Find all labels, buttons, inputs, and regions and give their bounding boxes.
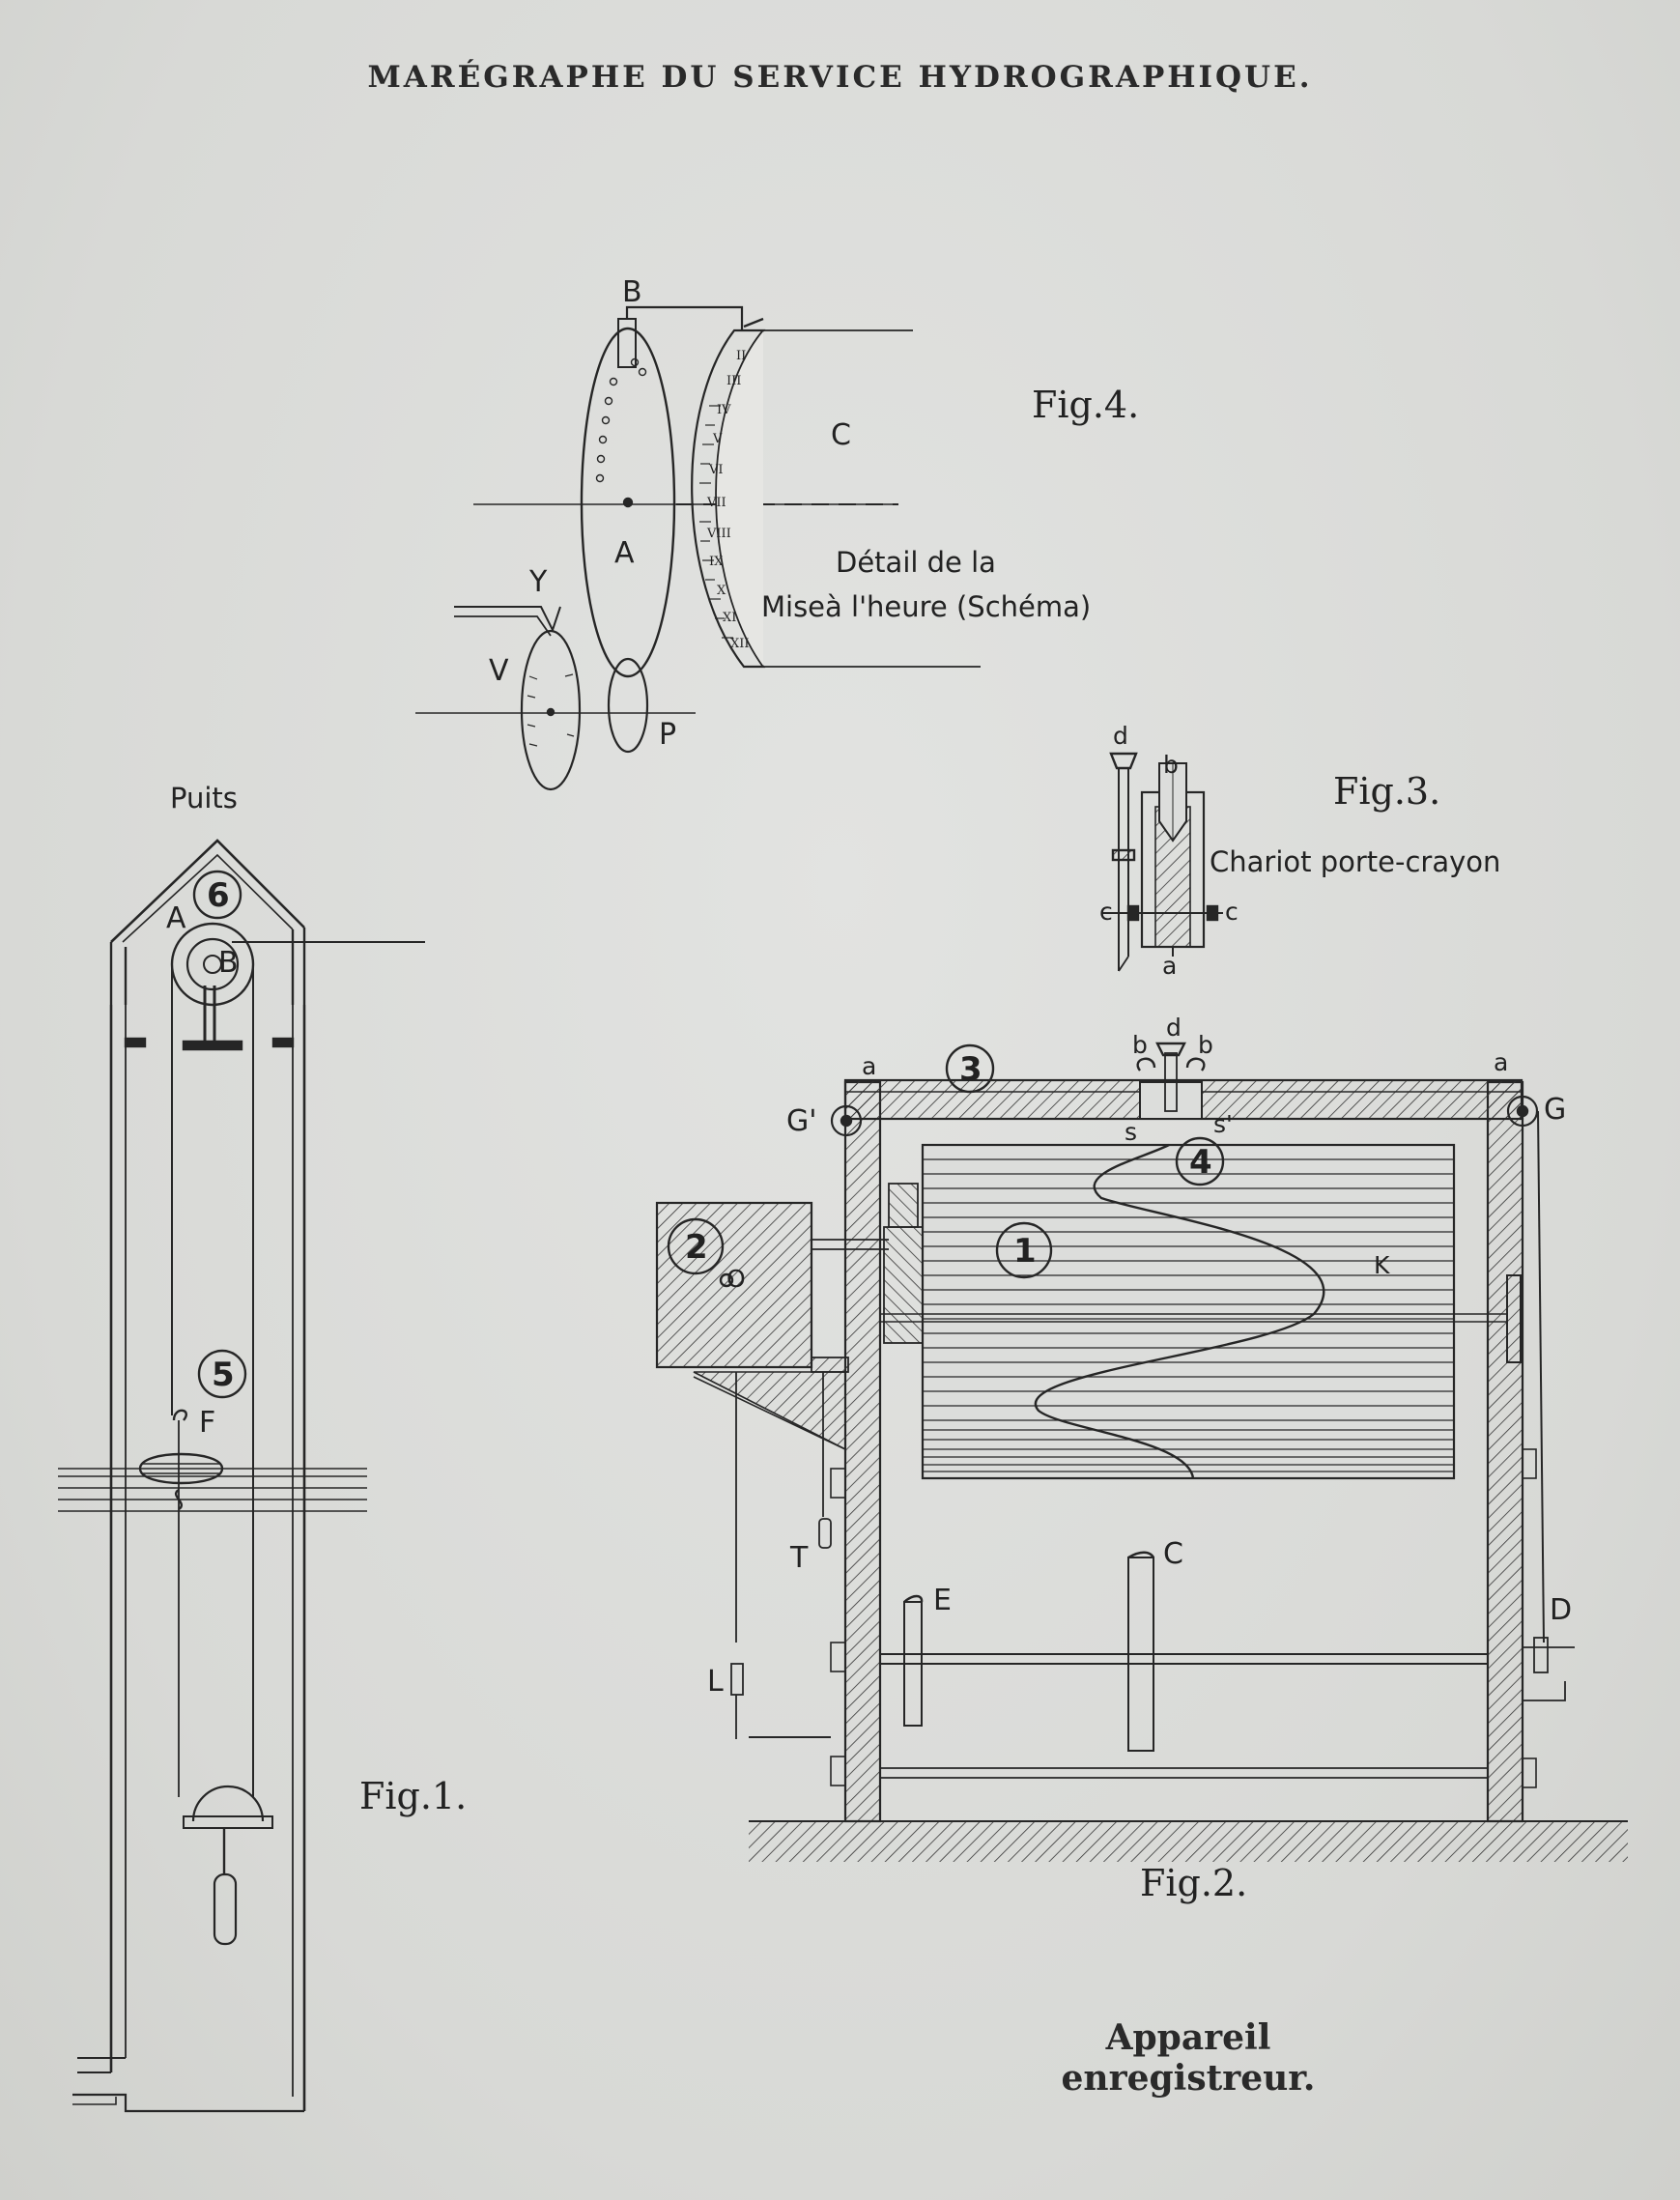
fig1-marker-5: 5: [212, 1356, 235, 1394]
hour-numeral: X: [717, 584, 726, 598]
plate-title: MARÉGRAPHE DU SERVICE HYDROGRAPHIQUE.: [367, 60, 1313, 95]
fig2-letter-s-prime: s': [1213, 1110, 1233, 1138]
fig4-note-line1: Détail de la: [836, 546, 996, 579]
fig2-letter-c: C: [1163, 1537, 1183, 1571]
marker-circle-4: [1175, 1136, 1225, 1186]
fig1-marker-6: 6: [207, 876, 230, 915]
marker-circle-1: [995, 1221, 1053, 1279]
fig3-letter-b: b: [1163, 751, 1179, 779]
fig1-letter-a: A: [166, 901, 186, 935]
fig4-letter-c: C: [831, 418, 851, 452]
hour-numeral: IX: [709, 555, 724, 569]
fig2-letter-l: L: [707, 1665, 724, 1699]
marker-circle-5: [197, 1349, 247, 1399]
hour-numeral: XI: [723, 611, 736, 625]
fig2-letter-d: d: [1166, 1014, 1182, 1042]
hour-numeral: VIII: [706, 527, 731, 541]
fig3-letter-c-right: c: [1225, 898, 1239, 926]
fig2-letter-o: O: [726, 1265, 746, 1293]
fig1-letter-f: F: [199, 1406, 215, 1440]
fig4-letter-v: V: [489, 654, 509, 688]
fig2-letter-b-left: b: [1132, 1031, 1148, 1059]
fig2-marker-3: 3: [959, 1050, 982, 1089]
fig4-mechanism: [415, 305, 981, 791]
fig4-label: Fig.4.: [1032, 384, 1139, 426]
hour-numeral: III: [726, 374, 741, 388]
fig3-pencil-carriage: [1101, 752, 1223, 972]
fig3-letter-a: a: [1162, 952, 1177, 980]
fig2-letter-b-right: b: [1198, 1031, 1213, 1059]
fig2-letter-d-big: D: [1550, 1593, 1572, 1627]
fig1-well-label: Puits: [170, 782, 238, 814]
fig4-letter-a: A: [614, 536, 635, 570]
hour-numeral: VI: [708, 463, 724, 477]
fig2-letter-g-prime: G': [786, 1104, 817, 1138]
fig3-label: Fig.3.: [1333, 770, 1440, 813]
fig2-letter-k: K: [1374, 1251, 1390, 1279]
fig1-well: [58, 839, 425, 2113]
fig2-letter-s: s: [1125, 1118, 1137, 1146]
fig3-letter-d: d: [1113, 722, 1128, 750]
water-surface: [58, 1468, 367, 1512]
fig2-letter-e: E: [933, 1584, 952, 1617]
fig2-recorder: [655, 1042, 1628, 1862]
marker-circle-6: [192, 870, 242, 920]
fig2-letter-g: G: [1544, 1093, 1566, 1127]
fig2-letter-a-right: a: [1494, 1048, 1508, 1076]
hour-numeral: IV: [717, 403, 731, 417]
plate-caption: Appareil enregistreur.: [1061, 2017, 1316, 2099]
fig3-note: Chariot porte-crayon: [1210, 845, 1500, 878]
fig2-label: Fig.2.: [1140, 1862, 1247, 1904]
hour-ticks: [699, 405, 733, 639]
pin-holes: [595, 357, 647, 483]
hour-numeral: II: [736, 349, 746, 363]
marker-circle-3: [945, 1043, 995, 1094]
marker-circle-2: [667, 1217, 725, 1275]
fig4-letter-y: Y: [528, 565, 548, 599]
fig2-marker-2: 2: [685, 1228, 708, 1267]
hour-numeral: XII: [730, 637, 750, 651]
fig2-marker-1: 1: [1013, 1232, 1037, 1271]
fig1-label: Fig.1.: [359, 1775, 467, 1817]
circled-markers: [192, 870, 1225, 1399]
hour-numeral: VII: [706, 496, 726, 510]
fig4-letter-p: P: [659, 718, 676, 752]
fig2-marker-4: 4: [1189, 1143, 1212, 1182]
fig1-letter-b: B: [218, 946, 239, 980]
fig2-letter-a-left: a: [862, 1052, 876, 1080]
fig4-hour-numerals: II III IV V VI VII VIII IX X XI XII: [706, 349, 750, 651]
drum-rulings: [923, 1158, 1454, 1472]
fig4-letter-b: B: [622, 275, 642, 309]
hour-numeral: V: [712, 432, 723, 446]
fig2-letter-t: T: [789, 1541, 809, 1575]
fig4-note-line2: Miseà l'heure (Schéma): [761, 590, 1091, 623]
fig3-letter-c-left: c: [1099, 898, 1113, 926]
